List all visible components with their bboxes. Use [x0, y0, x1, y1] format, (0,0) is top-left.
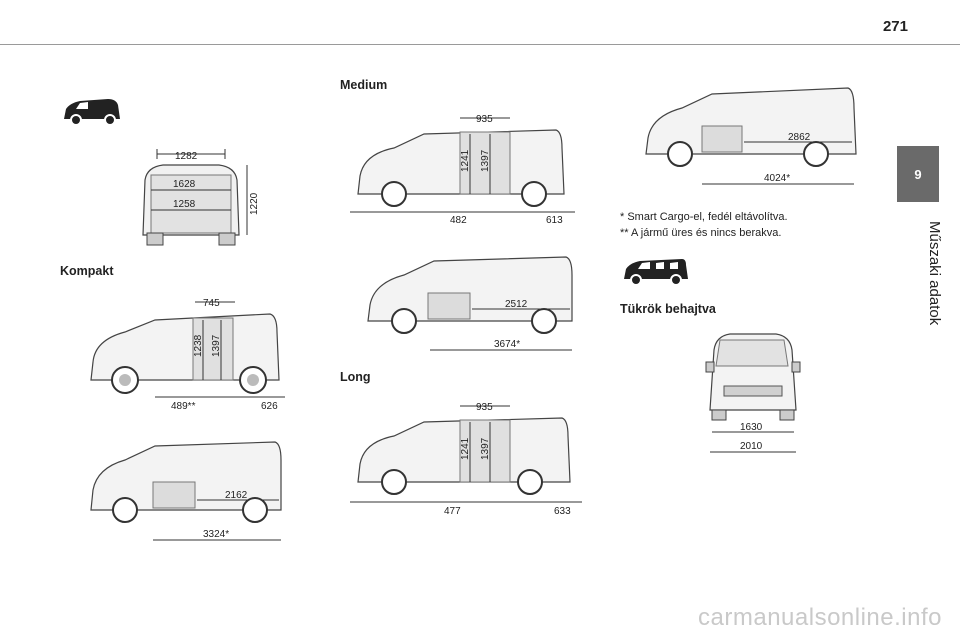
medium-cargo-outer-dim: 3674* [494, 339, 520, 350]
page-number: 271 [882, 18, 908, 35]
medium-top-dim: 935 [476, 114, 493, 125]
long-v1-dim: 1241 [460, 437, 471, 460]
medium-cargo-diagram: 2512 3674* [367, 256, 573, 351]
medium-side-diagram: 935 1241 1397 482 613 [350, 114, 575, 226]
long-cargo-diagram: 2862 4024* [645, 87, 857, 185]
long-side-diagram: 935 1241 1397 477 633 [350, 402, 582, 517]
rear-height-dim: 1220 [249, 192, 260, 215]
kompakt-cargo-outer-dim: 3324* [203, 529, 229, 540]
chapter-title: Műszaki adatok [926, 220, 943, 326]
medium-right-dim: 613 [546, 215, 563, 226]
kompakt-v1-dim: 1238 [193, 334, 204, 357]
footnote-smart-cargo: * Smart Cargo-el, fedél eltávolítva. [620, 211, 788, 223]
watermark: carmanualsonline.info [698, 604, 942, 631]
medium-v1-dim: 1241 [460, 149, 471, 172]
long-left-dim: 477 [444, 506, 461, 517]
long-cargo-outer-dim: 4024* [764, 173, 790, 184]
van-icon-compact [64, 99, 120, 126]
heading-long: Long [340, 370, 371, 384]
heading-medium: Medium [340, 78, 388, 92]
medium-v2-dim: 1397 [480, 149, 491, 172]
kompakt-right-dim: 626 [261, 401, 278, 412]
front-inner-dim: 1630 [740, 422, 763, 433]
heading-mirrors: Tükrök behajtva [620, 302, 716, 316]
rear-mid-dim: 1628 [173, 179, 196, 190]
medium-left-dim: 482 [450, 215, 467, 226]
chapter-tab[interactable]: 9 [897, 146, 939, 202]
footnote-empty-vehicle: ** A jármű üres és nincs berakva. [620, 227, 782, 239]
kompakt-top-dim: 745 [203, 298, 220, 309]
front-view-diagram: 1630 2010 [705, 333, 801, 453]
kompakt-cargo-inner-dim: 2162 [225, 490, 248, 501]
kompakt-cargo-diagram: 2162 3324* [90, 441, 282, 541]
van-icon-large [624, 259, 688, 286]
long-right-dim: 633 [554, 506, 571, 517]
kompakt-left-dim: 489** [171, 401, 196, 412]
medium-cargo-inner-dim: 2512 [505, 299, 528, 310]
rear-low-dim: 1258 [173, 199, 196, 210]
long-v2-dim: 1397 [480, 437, 491, 460]
rear-view-diagram: 1282 1628 1258 1220 [142, 149, 260, 246]
heading-kompakt: Kompakt [60, 264, 114, 278]
kompakt-side-diagram: 745 1238 1397 489** 626 [90, 298, 285, 412]
rear-top-dim: 1282 [175, 151, 198, 162]
front-outer-dim: 2010 [740, 441, 763, 452]
long-top-dim: 935 [476, 402, 493, 413]
long-cargo-inner-dim: 2862 [788, 132, 811, 143]
kompakt-v2-dim: 1397 [211, 334, 222, 357]
header-rule [0, 44, 960, 45]
